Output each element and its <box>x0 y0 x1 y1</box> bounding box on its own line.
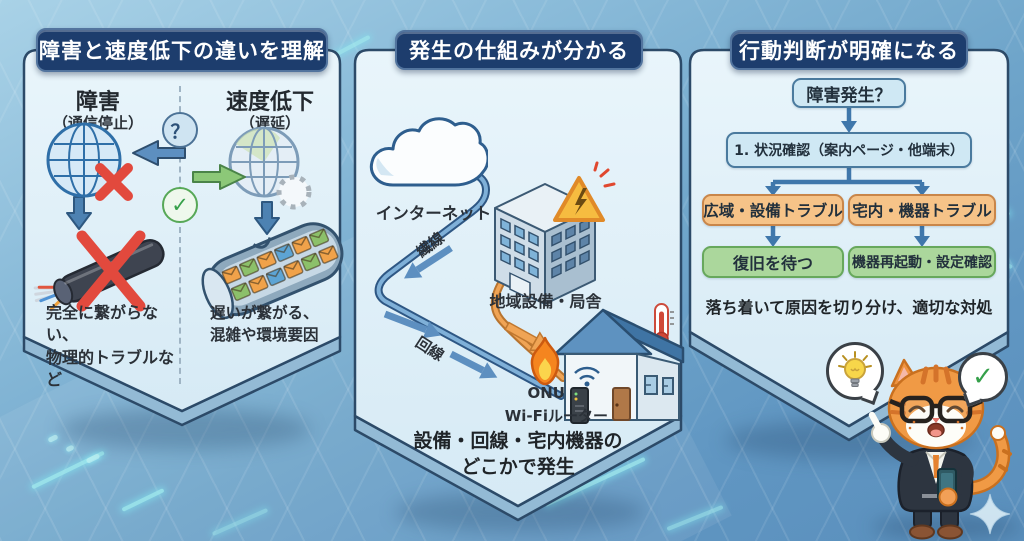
slowdown-subheading: （遅延） <box>239 114 300 132</box>
left-arrow-icon <box>132 140 186 166</box>
forehead-stripes <box>920 364 952 385</box>
speech-bubble-lightbulb <box>826 342 884 400</box>
line-arrow-icon <box>383 310 442 339</box>
x-mark-icon <box>95 163 133 201</box>
flow-action-restart-box: 機器再起動・設定確認 <box>848 246 996 278</box>
slowdown-caption-line1: 遅いが繋がる、 <box>210 304 319 322</box>
panel-mechanism: 発生の仕組みが分かる インターネット 繊線 回線 <box>353 30 685 523</box>
spark-lines <box>593 161 616 188</box>
fire-icon <box>530 336 560 386</box>
down-arrow-icon <box>254 201 280 235</box>
flow-step1-box: 1. 状況確認（案内ページ・他端末） <box>726 132 972 168</box>
globe-loading-icon <box>228 126 312 210</box>
compare-arrows-icon <box>132 140 246 190</box>
speech-bubble-check: ✓ <box>958 352 1008 402</box>
building-windows <box>500 217 539 300</box>
check-icon: ✓ <box>972 362 994 392</box>
loading-spinner-icon <box>276 174 312 210</box>
cat-paw <box>938 487 958 507</box>
mechanism-summary-line1: 設備・回線・宅内機器の <box>413 430 623 452</box>
x-mark-icon <box>76 230 146 312</box>
outage-caption-line2: 物理的トラブルなど <box>46 347 175 390</box>
facility-label: 地域設備・局舎 <box>489 292 602 311</box>
onu-label: ONU <box>527 384 566 402</box>
cat-shoe <box>937 524 963 540</box>
onu-device <box>570 387 589 424</box>
cat-arm <box>953 456 974 495</box>
mascot-cat-icon <box>868 358 1012 540</box>
cloud-icon <box>369 117 488 187</box>
flow-connectors <box>765 108 930 247</box>
house-icon <box>553 303 685 424</box>
right-arrow-icon <box>192 164 246 190</box>
router-label: Wi-Fiルーター <box>504 407 608 425</box>
panel-title: 行動判断が明確になる <box>730 30 968 70</box>
panel-title: 障害と速度低下の違いを理解 <box>36 28 328 72</box>
flow-branch-home-trouble-box: 宅内・機器トラブル <box>848 194 996 226</box>
panel-title: 発生の仕組みが分かる <box>395 30 643 70</box>
lightbulb-icon <box>838 351 872 387</box>
cat-tongue <box>930 429 942 437</box>
sparkle-icon <box>969 493 1011 535</box>
flow-action-wait-box: 復旧を待つ <box>702 246 844 278</box>
flow-start-box: 障害発生？ <box>792 78 906 108</box>
check-icon: ✓ <box>162 187 198 223</box>
column-divider <box>179 86 181 384</box>
cat-head <box>887 358 985 450</box>
slowdown-heading: 速度低下 <box>225 90 314 115</box>
panel-difference: 障害と速度低下の違いを理解 障害 （通信停止） 速度低下 （遅延） ？ ✓ <box>22 28 344 430</box>
building-windows <box>551 217 590 279</box>
warning-icon <box>553 161 616 222</box>
panel-action: 行動判断が明確になる 障害発生？ 1. 状況確認（案内ページ・他端末） 広域・設… <box>688 30 1010 448</box>
building-door <box>509 272 531 300</box>
question-icon: ？ <box>162 112 198 148</box>
outage-heading: 障害 <box>75 90 120 115</box>
action-summary: 落ち着いて原因を切り分け、適切な対処 <box>705 298 993 317</box>
outage-caption-line1: 完全に繋がらない、 <box>46 303 159 345</box>
down-arrow-icon <box>66 196 92 230</box>
slowdown-caption-line2: 混雑や環境要因 <box>210 326 319 345</box>
globe-offline-icon <box>46 122 133 201</box>
internet-label: インターネット <box>375 204 492 223</box>
wifi-icon <box>574 366 600 387</box>
cat-shoe <box>909 524 935 540</box>
central-office-building-icon <box>494 161 616 305</box>
packet-envelopes <box>221 228 339 301</box>
pipe-dent <box>252 237 272 249</box>
line-arrow-icon <box>449 350 498 379</box>
cat-nose <box>932 418 940 423</box>
trunk-arrow-icon <box>404 245 453 279</box>
happy-closed-eyes <box>908 405 964 413</box>
congested-pipe-icon <box>201 222 344 320</box>
mechanism-summary-line2: どこかで発生 <box>461 456 575 478</box>
house-door <box>612 387 631 421</box>
broken-cable-icon <box>33 230 165 315</box>
flow-branch-wide-trouble-box: 広域・設備トラブル <box>702 194 844 226</box>
